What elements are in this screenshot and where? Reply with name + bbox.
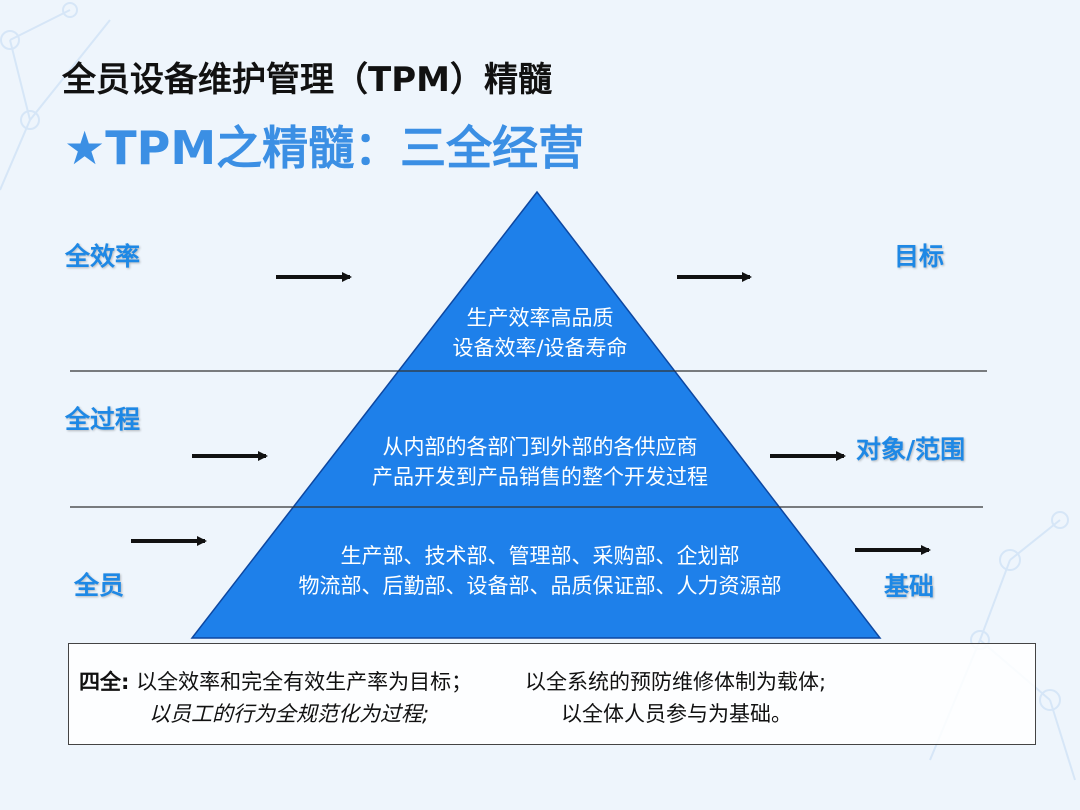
tier-top-text: 生产效率高品质 设备效率/设备寿命: [190, 303, 890, 363]
tier-middle-line1: 从内部的各部门到外部的各供应商: [382, 435, 698, 459]
label-goal: 目标: [894, 242, 945, 271]
label-scope: 对象/范围: [856, 435, 966, 464]
summary-text-2: 以全系统的预防维修体制为载体;: [525, 670, 827, 694]
tier-bottom-line1: 生产部、技术部、管理部、采购部、企划部: [340, 544, 740, 568]
label-full-process: 全过程: [65, 405, 141, 434]
summary-text-3: 以员工的行为全规范化为过程;: [149, 702, 430, 726]
tier-middle-text: 从内部的各部门到外部的各供应商 产品开发到产品销售的整个开发过程: [190, 432, 890, 492]
tier-bottom-text: 生产部、技术部、管理部、采购部、企划部 物流部、后勤部、设备部、品质保证部、人力…: [190, 541, 890, 601]
summary-box: 四全: 以全效率和完全有效生产率为目标； 以全系统的预防维修体制为载体; 以员工…: [68, 643, 1036, 745]
summary-text-1: 以全效率和完全有效生产率为目标；: [136, 670, 473, 694]
tier-bottom-line2: 物流部、后勤部、设备部、品质保证部、人力资源部: [298, 574, 782, 598]
tier-top-line1: 生产效率高品质: [466, 306, 614, 330]
slide-title: 全员设备维护管理（TPM）精髓: [62, 60, 552, 100]
summary-line-1: 四全: 以全效率和完全有效生产率为目标；: [79, 666, 472, 696]
summary-label: 四全:: [79, 670, 130, 694]
label-full-staff: 全员: [74, 571, 125, 600]
summary-text-4: 以全体人员参与为基础。: [561, 702, 792, 726]
label-full-efficiency: 全效率: [65, 242, 141, 271]
tier-middle-line2: 产品开发到产品销售的整个开发过程: [372, 465, 708, 489]
label-foundation: 基础: [884, 572, 935, 601]
tier-top-line2: 设备效率/设备寿命: [452, 336, 628, 360]
slide-subtitle: ★TPM之精髓：三全经营: [64, 121, 585, 175]
pyramid-shape: [190, 190, 882, 639]
